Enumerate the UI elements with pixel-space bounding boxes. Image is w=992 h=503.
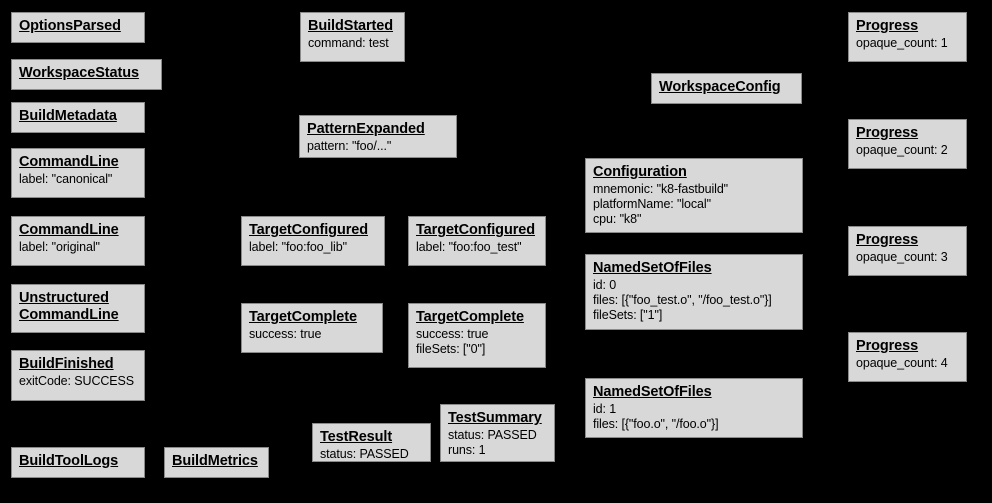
node-title: PatternExpanded (307, 121, 425, 137)
node-title: Progress (856, 18, 919, 34)
node-title: Progress (856, 232, 919, 248)
node-field: cpu: "k8" (593, 212, 642, 226)
node-command-line-original[interactable]: CommandLine label: "original" (11, 216, 145, 266)
node-field: opaque_count: 1 (856, 36, 948, 50)
node-title: BuildMetrics (172, 453, 258, 469)
node-field: id: 0 (593, 278, 617, 292)
node-fields: success: true (249, 327, 375, 342)
node-fields: mnemonic: "k8-fastbuild"platformName: "l… (593, 182, 795, 227)
node-title: WorkspaceStatus (19, 65, 139, 81)
node-title: BuildToolLogs (19, 453, 119, 469)
node-field: opaque_count: 3 (856, 250, 948, 264)
node-field: label: "foo:foo_lib" (249, 240, 347, 254)
node-fields: label: "foo:foo_lib" (249, 240, 377, 255)
node-target-configured-lib[interactable]: TargetConfigured label: "foo:foo_lib" (241, 216, 385, 266)
node-title: NamedSetOfFiles (593, 384, 712, 400)
node-fields: opaque_count: 4 (856, 356, 959, 371)
node-fields: status: PASSED (320, 447, 423, 462)
node-fields: label: "canonical" (19, 172, 137, 187)
node-workspace-status[interactable]: WorkspaceStatus (11, 59, 162, 90)
node-title: OptionsParsed (19, 18, 121, 34)
node-workspace-config[interactable]: WorkspaceConfig (651, 73, 802, 104)
node-field: status: PASSED (448, 428, 537, 442)
node-field: id: 1 (593, 402, 617, 416)
node-fields: label: "original" (19, 240, 137, 255)
node-field: label: "canonical" (19, 172, 113, 186)
node-field: mnemonic: "k8-fastbuild" (593, 182, 729, 196)
node-title: TargetConfigured (249, 222, 368, 238)
node-title: Unstructured CommandLine (19, 290, 119, 323)
node-title: Progress (856, 125, 919, 141)
node-field: pattern: "foo/..." (307, 139, 392, 153)
node-field: label: "foo:foo_test" (416, 240, 522, 254)
node-fields: opaque_count: 1 (856, 36, 959, 51)
node-title: BuildStarted (308, 18, 394, 34)
node-field: fileSets: ["1"] (593, 308, 663, 322)
node-title: TargetConfigured (416, 222, 535, 238)
node-field: runs: 1 (448, 443, 486, 457)
node-field: files: [{"foo_test.o", "/foo_test.o"}] (593, 293, 772, 307)
node-test-result[interactable]: TestResult status: PASSED (312, 423, 431, 462)
node-fields: label: "foo:foo_test" (416, 240, 538, 255)
node-fields: opaque_count: 3 (856, 250, 959, 265)
node-title: TestSummary (448, 410, 542, 426)
node-progress-3[interactable]: Progress opaque_count: 3 (848, 226, 967, 276)
node-title: Configuration (593, 164, 687, 180)
node-progress-4[interactable]: Progress opaque_count: 4 (848, 332, 967, 382)
node-title: BuildFinished (19, 356, 114, 372)
node-field: fileSets: ["0"] (416, 342, 486, 356)
node-field: files: [{"foo.o", "/foo.o"}] (593, 417, 719, 431)
node-title: Progress (856, 338, 919, 354)
node-build-started[interactable]: BuildStarted command: test (300, 12, 405, 62)
node-build-metrics[interactable]: BuildMetrics (164, 447, 269, 478)
node-field: opaque_count: 4 (856, 356, 948, 370)
node-title: TargetComplete (249, 309, 357, 325)
node-title: NamedSetOfFiles (593, 260, 712, 276)
node-field: status: PASSED (320, 447, 409, 461)
node-field: label: "original" (19, 240, 100, 254)
node-title: TargetComplete (416, 309, 524, 325)
node-field: exitCode: SUCCESS (19, 374, 135, 388)
node-build-metadata[interactable]: BuildMetadata (11, 102, 145, 133)
node-fields: command: test (308, 36, 397, 51)
node-fields: pattern: "foo/..." (307, 139, 449, 154)
node-options-parsed[interactable]: OptionsParsed (11, 12, 145, 43)
node-fields: exitCode: SUCCESS (19, 374, 137, 389)
node-title: TestResult (320, 429, 393, 445)
node-pattern-expanded[interactable]: PatternExpanded pattern: "foo/..." (299, 115, 457, 158)
node-command-line-canonical[interactable]: CommandLine label: "canonical" (11, 148, 145, 198)
node-build-finished[interactable]: BuildFinished exitCode: SUCCESS (11, 350, 145, 401)
node-build-tool-logs[interactable]: BuildToolLogs (11, 447, 145, 478)
node-target-configured-test[interactable]: TargetConfigured label: "foo:foo_test" (408, 216, 546, 266)
node-field: success: true (249, 327, 322, 341)
node-target-complete-lib[interactable]: TargetComplete success: true (241, 303, 383, 353)
node-field: success: true (416, 327, 489, 341)
node-field: command: test (308, 36, 389, 50)
node-title: WorkspaceConfig (659, 79, 781, 95)
node-unstructured-command-line[interactable]: Unstructured CommandLine (11, 284, 145, 333)
node-configuration[interactable]: Configuration mnemonic: "k8-fastbuild"pla… (585, 158, 803, 233)
node-title: BuildMetadata (19, 108, 117, 124)
node-field: opaque_count: 2 (856, 143, 948, 157)
node-progress-2[interactable]: Progress opaque_count: 2 (848, 119, 967, 169)
node-field: platformName: "local" (593, 197, 711, 211)
node-title: CommandLine (19, 222, 119, 238)
node-fields: opaque_count: 2 (856, 143, 959, 158)
node-progress-1[interactable]: Progress opaque_count: 1 (848, 12, 967, 62)
node-title: CommandLine (19, 154, 119, 170)
